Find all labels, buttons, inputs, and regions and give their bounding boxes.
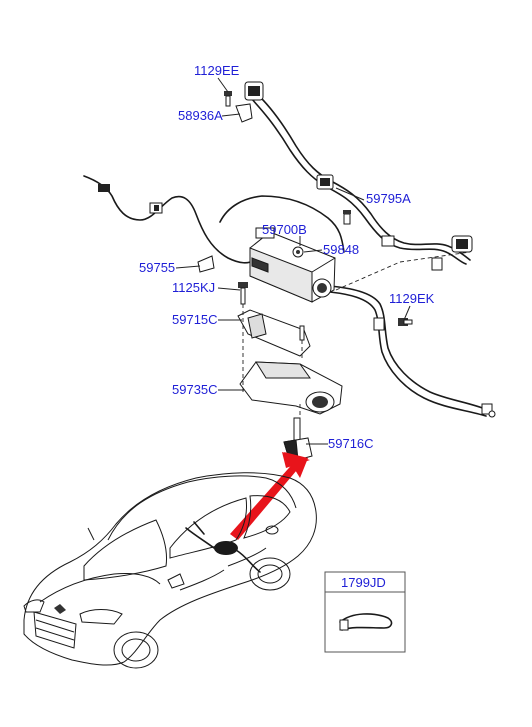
car-illustration <box>23 472 317 669</box>
bracket-58936A-shape <box>235 103 253 123</box>
label-59795A[interactable]: 59795A <box>366 191 411 206</box>
rear-cable-right-lower <box>329 285 489 417</box>
alignment-lines <box>242 251 471 420</box>
clip-59755 <box>197 255 215 273</box>
label-59700B[interactable]: 59700B <box>262 222 307 237</box>
bolt-59795A <box>343 210 351 225</box>
rear-cable-right-upper <box>249 92 471 265</box>
cable-fittings <box>98 81 496 418</box>
bracket-59715C <box>237 309 311 357</box>
bolt-1125KJ <box>238 282 248 305</box>
label-59716C[interactable]: 59716C <box>328 436 374 451</box>
bracket-59735C <box>239 361 343 415</box>
label-59715C[interactable]: 59715C <box>172 312 218 327</box>
label-59735C[interactable]: 59735C <box>172 382 218 397</box>
label-1129EE[interactable]: 1129EE <box>194 63 240 78</box>
leader-lines <box>175 77 411 445</box>
rear-cable-left <box>83 175 345 264</box>
label-58936A[interactable]: 58936A <box>178 108 223 123</box>
label-1129EK[interactable]: 1129EK <box>389 291 435 306</box>
label-1125KJ[interactable]: 1125KJ <box>172 280 215 295</box>
location-arrow <box>230 452 310 540</box>
grommet-59848 <box>292 246 304 258</box>
electronic-parking-brake-actuator <box>249 227 336 303</box>
label-59848[interactable]: 59848 <box>323 242 359 257</box>
bolt-1129EE-shape <box>224 91 232 107</box>
cable-tie-icon <box>339 613 393 631</box>
label-59755[interactable]: 59755 <box>139 260 175 275</box>
label-1799JD[interactable]: 1799JD <box>341 575 386 590</box>
part-1799JD-box <box>324 571 406 653</box>
bolt-1129EK <box>398 318 413 326</box>
